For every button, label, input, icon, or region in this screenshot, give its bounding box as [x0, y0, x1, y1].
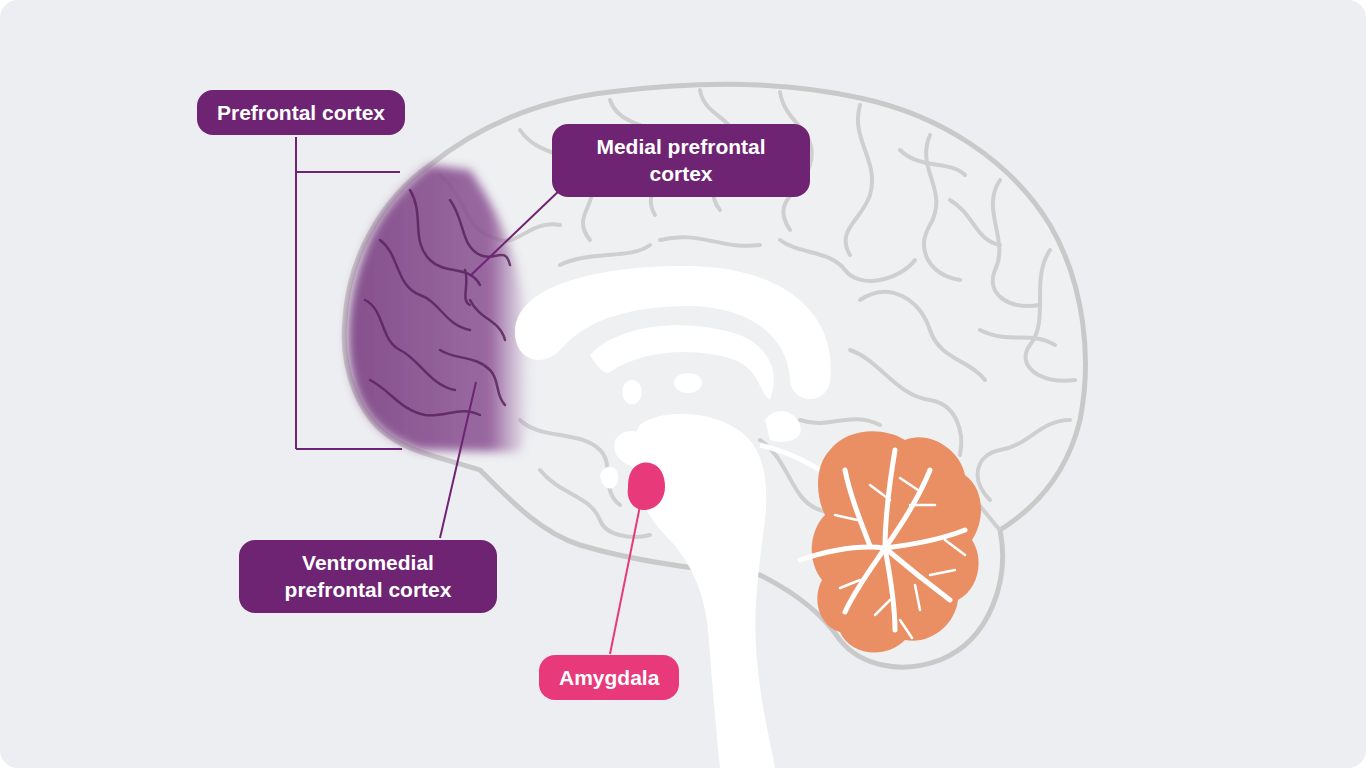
region-label: Medial prefrontal cortex	[552, 124, 810, 197]
leader-line	[610, 506, 640, 654]
cerebellum	[800, 431, 981, 652]
midline-structures	[515, 266, 831, 768]
leader-lines	[296, 137, 562, 538]
label-text: Prefrontal cortex	[217, 99, 385, 126]
amygdala-shape	[628, 462, 665, 510]
label-text: Ventromedial prefrontal cortex	[259, 549, 477, 604]
label-text: Amygdala	[559, 664, 659, 691]
region-label: Amygdala	[539, 655, 679, 700]
region-label: Prefrontal cortex	[197, 90, 405, 135]
region-label: Ventromedial prefrontal cortex	[239, 540, 497, 613]
prefrontal-region	[348, 165, 530, 452]
label-text: Medial prefrontal cortex	[572, 133, 790, 188]
